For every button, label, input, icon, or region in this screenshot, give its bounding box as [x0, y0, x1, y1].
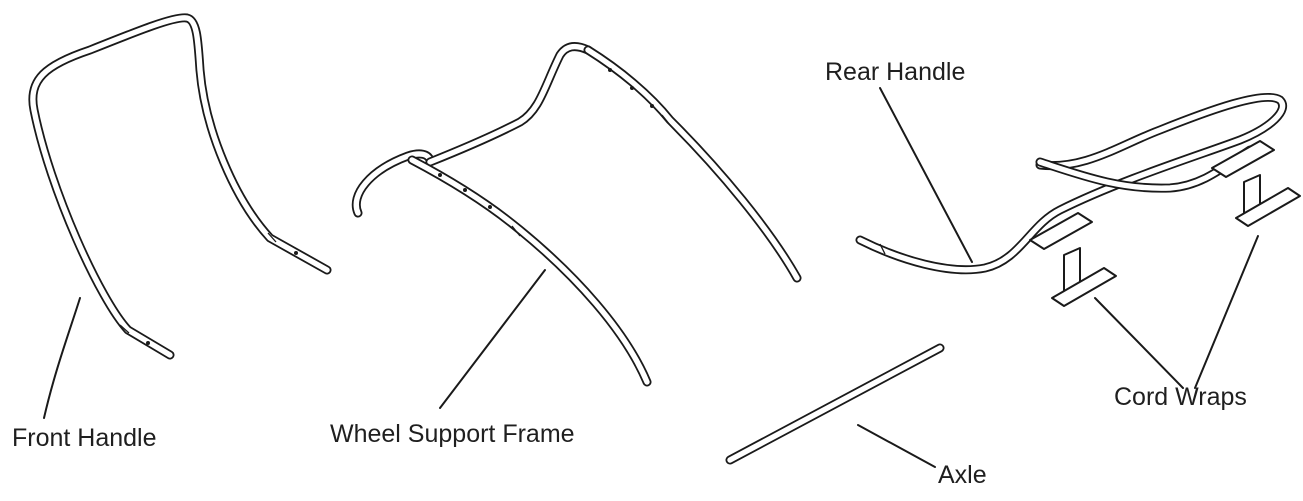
- front-handle-leader: [43, 297, 81, 419]
- front-handle-part: [28, 13, 332, 360]
- rear-handle-leader: [879, 87, 973, 263]
- axle-label: Axle: [938, 461, 987, 489]
- wheel-support-frame-leader: [439, 269, 546, 409]
- axle-part: [725, 343, 945, 465]
- cord-wraps-label: Cord Wraps: [1114, 383, 1247, 411]
- cord-wraps-leader-right: [1194, 235, 1259, 389]
- wheel-support-frame-part: [351, 42, 802, 387]
- front-handle-label: Front Handle: [12, 424, 157, 452]
- wheel-support-frame-label: Wheel Support Frame: [330, 420, 575, 448]
- rear-handle-label: Rear Handle: [825, 58, 965, 86]
- cord-wraps-leader-left: [1094, 297, 1184, 389]
- axle-leader: [857, 424, 936, 468]
- rear-handle-part: [855, 92, 1287, 275]
- cord-wraps-part: [1029, 140, 1301, 307]
